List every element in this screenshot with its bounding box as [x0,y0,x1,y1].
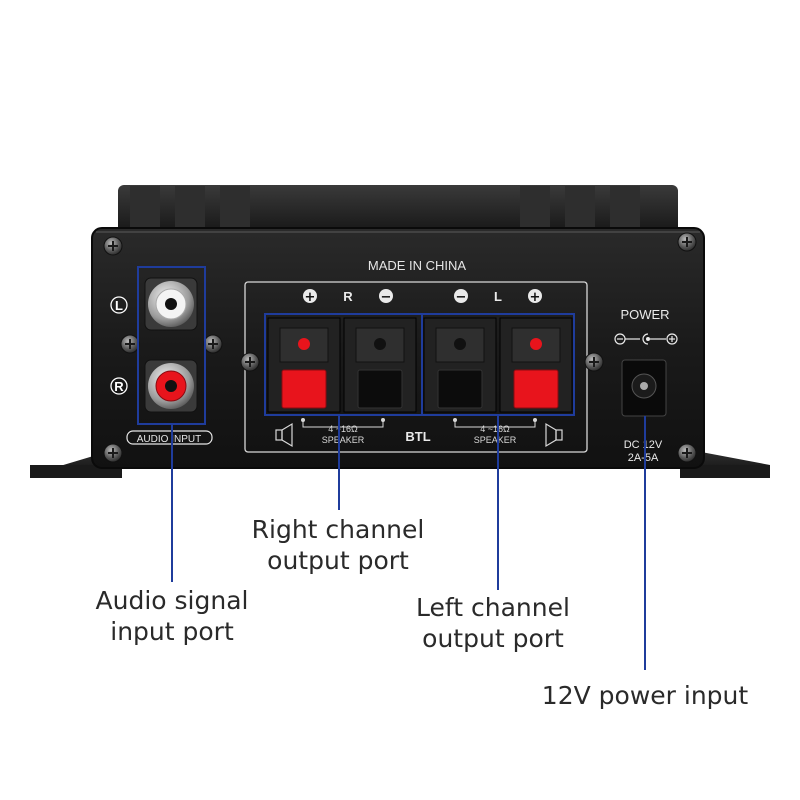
power-input-callout: 12V power input [520,680,770,711]
btl-label: BTL [405,429,430,444]
spring-terminal-right-minus[interactable] [343,317,417,413]
left-channel-callout-line2: output port [422,624,564,653]
left-channel-label: L [494,289,502,304]
right-impedance-label: 4 ~16Ω [328,424,358,434]
right-speaker-label: SPEAKER [322,435,365,445]
right-minus-label: − [381,290,392,305]
rca-jack-left[interactable] [144,277,198,331]
right-channel-callout-line2: output port [267,546,409,575]
made-in-label: MADE IN CHINA [368,258,467,273]
power-input-callout-line1: 12V power input [541,681,749,710]
leader-lines [171,415,646,670]
screw-icon [584,352,604,372]
left-minus-label: − [456,290,467,305]
audio-input-section: L R AUDIO INPUT [110,266,223,445]
spring-terminal-right-plus[interactable] [267,317,341,413]
rca-jack-right[interactable] [144,359,198,413]
dc-power-jack[interactable] [621,359,667,417]
speaker-icon [275,422,293,448]
right-channel-label: R [343,289,353,304]
power-section: POWER DC 12V 2A-5A [614,307,678,464]
audio-input-callout-line1: Audio signal [95,586,249,615]
polarity-symbol-icon [614,333,678,345]
dc-voltage-label: DC 12V [624,439,663,451]
spring-terminal-left-minus[interactable] [423,317,497,413]
dc-current-label: 2A-5A [628,452,659,464]
left-plus-label: + [530,290,541,305]
screw-icon [240,352,260,372]
screw-icon [203,334,223,354]
corner-screw-icon [103,236,123,256]
audio-input-callout-line2: input port [110,617,234,646]
left-channel-callout-line1: Left channel [416,593,570,622]
speaker-icon [545,422,563,448]
right-channel-callout: Right channel output port [228,514,448,576]
left-speaker-label: SPEAKER [474,435,517,445]
left-impedance-label: 4 ~16Ω [480,424,510,434]
right-input-label: R [114,379,124,394]
audio-input-label: AUDIO INPUT [137,434,201,445]
spring-terminal-left-plus[interactable] [499,317,573,413]
right-channel-callout-line1: Right channel [251,515,425,544]
power-label: POWER [620,307,669,322]
left-channel-callout: Left channel output port [388,592,598,654]
audio-input-callout: Audio signal input port [72,585,272,647]
right-plus-label: + [305,290,316,305]
corner-screw-icon [103,443,123,463]
corner-screw-icon [677,232,697,252]
corner-screw-icon [677,443,697,463]
speaker-terminal-section: + R − − L + [240,281,604,453]
left-input-label: L [115,298,123,313]
screw-icon [120,334,140,354]
